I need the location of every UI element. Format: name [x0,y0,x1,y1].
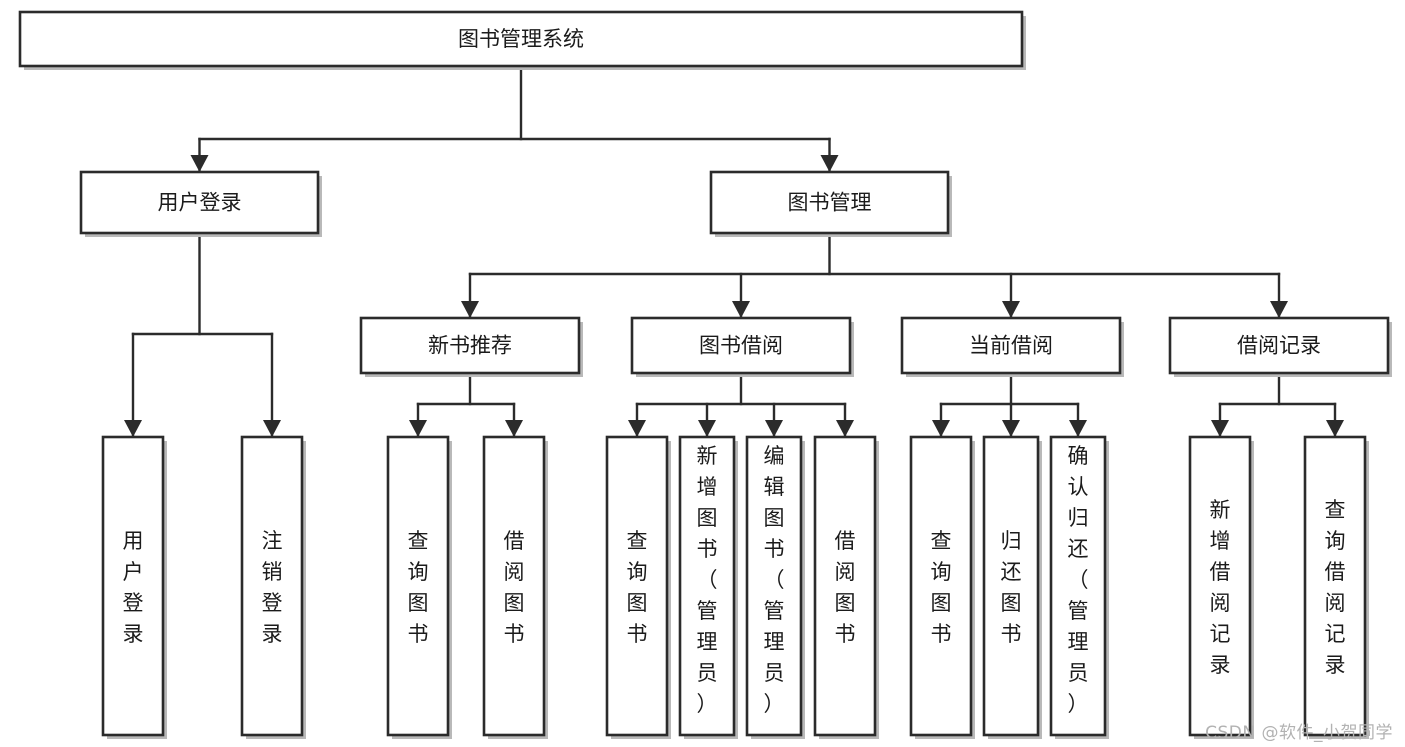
node-leaf-user-logout[interactable]: 注销登录 [240,435,306,739]
node-leaf-confirm-return[interactable]: 确认归还（管理员） [1049,435,1109,739]
node-box [482,435,546,737]
node-box [1303,435,1367,737]
arrow-head-icon [409,420,427,437]
arrow-head-icon [1211,420,1229,437]
arrow-head-icon [820,155,839,172]
node-root[interactable]: 图书管理系统 [18,10,1026,70]
node-box [813,435,877,737]
node-label: 归还图书 [1001,529,1022,646]
node-box [1049,435,1107,737]
node-box [18,10,1024,68]
node-box [1168,316,1390,375]
node-leaf-return-book[interactable]: 归还图书 [982,435,1042,739]
node-label: 图书管理 [788,191,872,215]
node-box [605,435,669,737]
node-label: 借阅图书 [504,529,525,646]
node-label: 用户登录 [158,191,242,215]
arrow-head-icon [732,301,750,318]
arrow-head-icon [1002,420,1020,437]
node-leaf-query-borrow-record[interactable]: 查询借阅记录 [1303,435,1369,739]
node-user-login[interactable]: 用户登录 [79,170,322,237]
node-label: 用户登录 [123,529,144,646]
node-leaf-add-borrow-record[interactable]: 新增借阅记录 [1188,435,1254,739]
node-label: 借阅记录 [1237,334,1321,358]
arrow-head-icon [932,420,950,437]
node-leaf-borrow-book-1[interactable]: 借阅图书 [482,435,548,739]
arrow-head-icon [1326,420,1344,437]
arrow-head-icon [1002,301,1020,318]
node-label: 查询图书 [931,529,952,646]
node-box [982,435,1040,737]
arrow-head-icon [1069,420,1087,437]
arrow-head-icon [836,420,854,437]
node-box [745,435,803,737]
node-layer: 图书管理系统用户登录图书管理新书推荐图书借阅当前借阅借阅记录用户登录注销登录查询… [18,10,1392,739]
arrow-head-icon [263,420,281,437]
node-label: 查询图书 [408,529,429,646]
arrow-head-icon [698,420,716,437]
node-label: 查询借阅记录 [1325,498,1346,677]
node-label: 图书借阅 [699,334,783,358]
node-label: 当前借阅 [969,334,1053,358]
node-label: 图书管理系统 [458,27,584,51]
connector-layer [124,64,1344,438]
node-leaf-query-book-2[interactable]: 查询图书 [605,435,671,739]
node-leaf-query-book-1[interactable]: 查询图书 [386,435,452,739]
node-box [386,435,450,737]
node-box [678,435,736,737]
node-label: 借阅图书 [835,529,856,646]
node-leaf-user-login[interactable]: 用户登录 [101,435,167,739]
node-box [909,435,973,737]
node-box [1188,435,1252,737]
node-label: 新增图书（管理员） [697,444,718,716]
node-label: 查询图书 [627,529,648,646]
arrow-head-icon [628,420,646,437]
arrow-head-icon [765,420,783,437]
node-leaf-edit-book[interactable]: 编辑图书（管理员） [745,435,805,739]
node-borrow-record[interactable]: 借阅记录 [1168,316,1392,377]
node-book-borrow[interactable]: 图书借阅 [630,316,854,377]
arrow-head-icon [1270,301,1288,318]
node-leaf-borrow-book-2[interactable]: 借阅图书 [813,435,879,739]
node-book-manage[interactable]: 图书管理 [709,170,952,237]
node-current-borrow[interactable]: 当前借阅 [900,316,1124,377]
node-label: 新增借阅记录 [1210,498,1231,677]
node-leaf-query-book-3[interactable]: 查询图书 [909,435,975,739]
arrow-head-icon [505,420,523,437]
node-box [240,435,304,737]
arrow-head-icon [124,420,142,437]
node-box [79,170,320,235]
node-label: 编辑图书（管理员） [764,444,785,716]
node-new-book-recommend[interactable]: 新书推荐 [359,316,583,377]
watermark-label: CSDN @软件_小贺同学 [1205,723,1393,743]
node-box [630,316,852,375]
node-label: 注销登录 [262,529,283,646]
node-label: 确认归还（管理员） [1068,444,1089,716]
arrow-head-icon [461,301,479,318]
node-leaf-add-book[interactable]: 新增图书（管理员） [678,435,738,739]
node-box [359,316,581,375]
arrow-head-icon [190,155,209,172]
node-box [101,435,165,737]
node-box [709,170,950,235]
node-box [900,316,1122,375]
node-label: 新书推荐 [428,334,512,358]
